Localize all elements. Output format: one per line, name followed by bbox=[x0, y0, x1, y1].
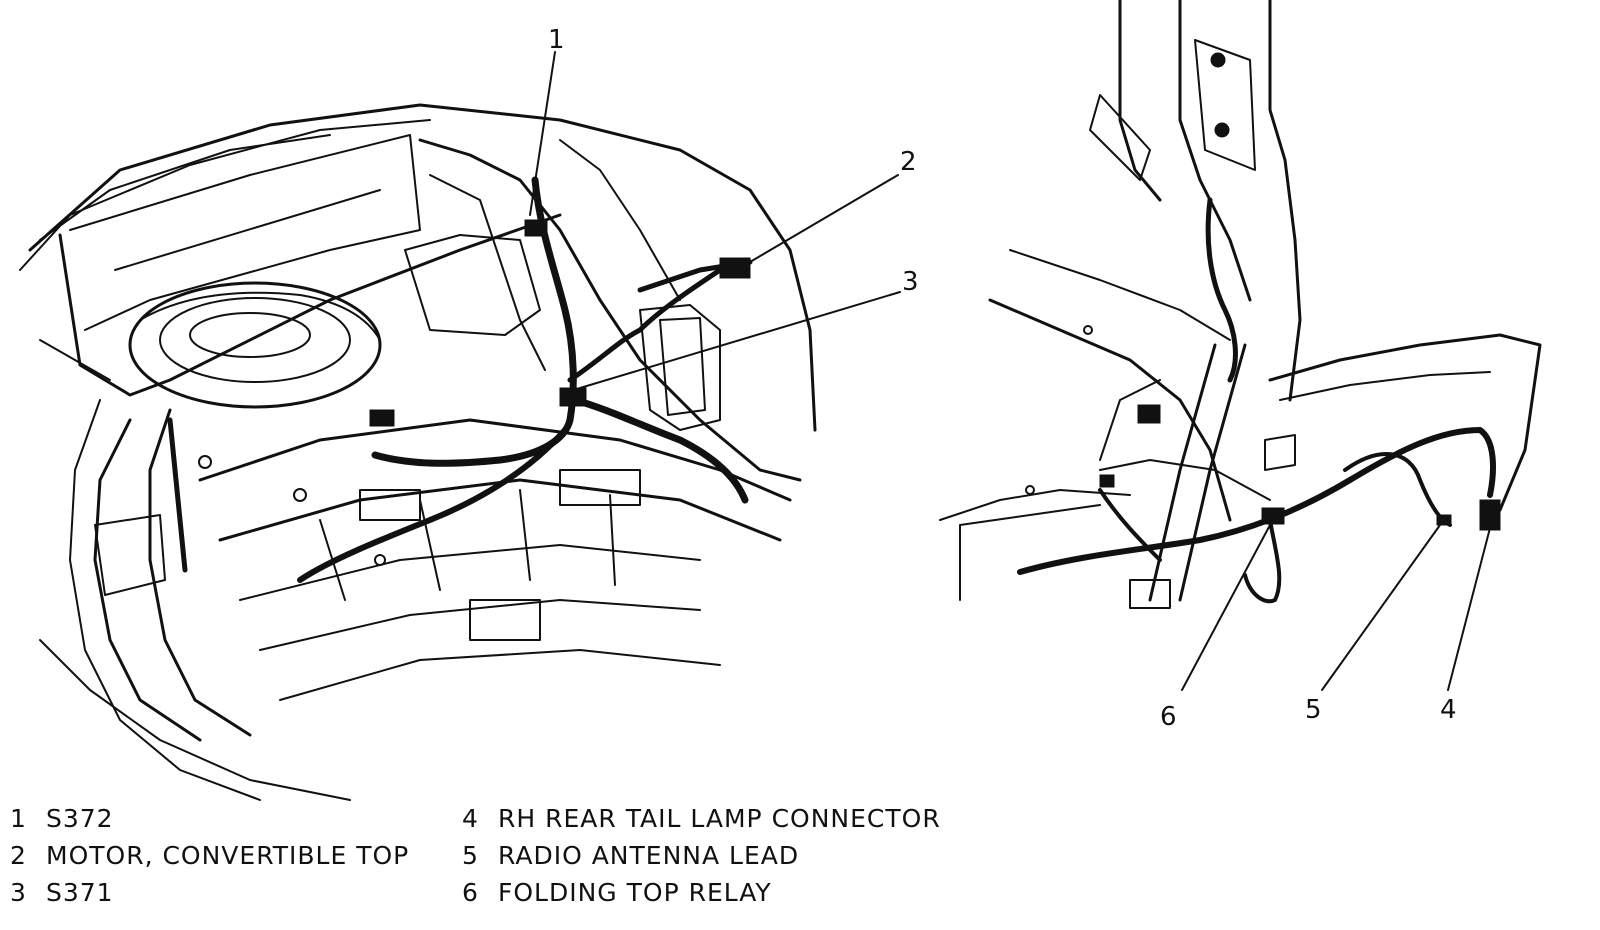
callout-3: 3 bbox=[902, 267, 919, 297]
legend-number: 1 bbox=[10, 804, 27, 833]
legend-number: 6 bbox=[462, 878, 479, 907]
callout-leaders bbox=[529, 51, 1491, 691]
legend-label: RH REAR TAIL LAMP CONNECTOR bbox=[498, 804, 941, 833]
legend-item: 3 S371 bbox=[10, 874, 409, 911]
legend-number: 4 bbox=[462, 804, 479, 833]
legend-column-right: 4 RH REAR TAIL LAMP CONNECTOR 5 RADIO ANTE… bbox=[462, 800, 941, 911]
legend-number: 3 bbox=[10, 878, 27, 907]
legend-item: 2 MOTOR, CONVERTIBLE TOP bbox=[10, 837, 409, 874]
callout-6: 6 bbox=[1160, 702, 1177, 732]
legend-number: 2 bbox=[10, 841, 27, 870]
callout-2: 2 bbox=[900, 147, 917, 177]
legend-label: RADIO ANTENNA LEAD bbox=[498, 841, 800, 870]
quarter-panel-view bbox=[939, 0, 1542, 609]
leader-line-1 bbox=[529, 51, 556, 216]
legend-item: 6 FOLDING TOP RELAY bbox=[462, 874, 941, 911]
legend-column-left: 1 S372 2 MOTOR, CONVERTIBLE TOP 3 S371 bbox=[10, 800, 409, 911]
legend-label: MOTOR, CONVERTIBLE TOP bbox=[46, 841, 410, 870]
trunk-compartment-view bbox=[19, 103, 817, 801]
legend-number: 5 bbox=[462, 841, 479, 870]
legend-item: 5 RADIO ANTENNA LEAD bbox=[462, 837, 941, 874]
callout-1: 1 bbox=[548, 25, 565, 55]
callout-4: 4 bbox=[1440, 695, 1457, 725]
callout-numbers: 1 2 3 4 5 6 bbox=[548, 25, 1457, 732]
leader-line-2 bbox=[749, 174, 899, 263]
leader-line-6 bbox=[1181, 524, 1271, 691]
legend-label: S372 bbox=[46, 804, 114, 833]
legend-item: 1 S372 bbox=[10, 800, 409, 837]
callout-5: 5 bbox=[1305, 695, 1322, 725]
leader-line-3 bbox=[579, 291, 901, 389]
legend-item: 4 RH REAR TAIL LAMP CONNECTOR bbox=[462, 800, 941, 837]
legend-label: S371 bbox=[46, 878, 114, 907]
legend-label: FOLDING TOP RELAY bbox=[498, 878, 772, 907]
leader-line-4 bbox=[1447, 527, 1491, 691]
leader-line-5 bbox=[1321, 524, 1441, 691]
